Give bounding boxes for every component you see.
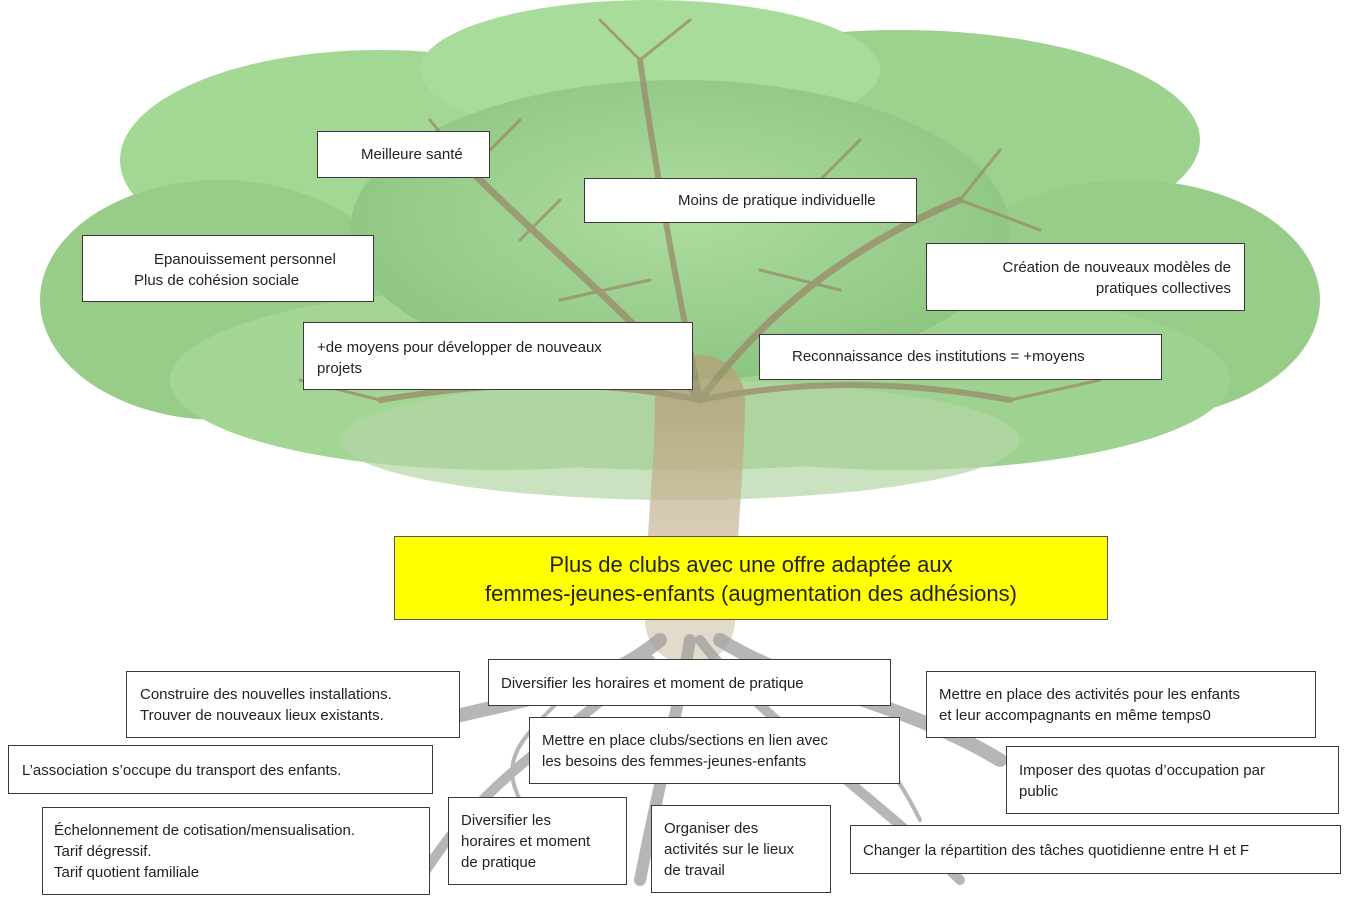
cause-activites-enfants: Mettre en place des activités pour les e… [926, 671, 1316, 738]
effect-text-line2: Plus de cohésion sociale [134, 272, 300, 289]
cause-text: Changer la répartition des tâches quotid… [863, 842, 1250, 859]
cause-text-line1: Mettre en place clubs/sections en lien a… [542, 732, 828, 749]
core-problem-line2: femmes-jeunes-enfants (augmentation des … [485, 581, 1017, 606]
cause-text-line1: Mettre en place des activités pour les e… [939, 686, 1240, 703]
effect-text-line1: Création de nouveaux modèles de [1002, 259, 1232, 276]
effect-text-line1: Epanouissement personnel [154, 251, 336, 268]
cause-text: L’association s’occupe du transport des … [22, 762, 342, 779]
cause-construire: Construire des nouvelles installations. … [126, 671, 460, 738]
cause-text-line2: activités sur le lieux [664, 841, 795, 858]
cause-text-line2: horaires et moment [461, 833, 591, 850]
cause-text-line1: Diversifier les [461, 812, 552, 829]
cause-quotas: Imposer des quotas d’occupation par publ… [1006, 746, 1339, 814]
cause-clubs-sections: Mettre en place clubs/sections en lien a… [529, 717, 900, 784]
cause-text-line1: Imposer des quotas d’occupation par [1019, 762, 1265, 779]
effect-epanouissement: Epanouissement personnel Plus de cohésio… [82, 235, 374, 302]
effect-reconnaissance: Reconnaissance des institutions = +moyen… [759, 334, 1162, 380]
cause-organiser-travail: Organiser des activités sur le lieux de … [651, 805, 831, 893]
cause-text-line2: public [1019, 783, 1059, 800]
cause-text-line2: et leur accompagnants en même temps0 [939, 707, 1211, 724]
cause-text-line2: Trouver de nouveaux lieux existants. [140, 707, 384, 724]
effect-text-line2: projets [317, 360, 363, 377]
cause-repartition-taches: Changer la répartition des tâches quotid… [850, 825, 1341, 874]
cause-text-line1: Construire des nouvelles installations. [140, 686, 392, 703]
cause-text-line1: Organiser des [664, 820, 759, 837]
cause-text-line2: les besoins des femmes-jeunes-enfants [542, 753, 807, 770]
cause-text: Diversifier les horaires et moment de pr… [501, 675, 804, 692]
effect-text: Moins de pratique individuelle [678, 192, 876, 209]
core-problem-box: Plus de clubs avec une offre adaptée aux… [394, 536, 1108, 620]
effect-creation-modeles: Création de nouveaux modèles de pratique… [926, 243, 1245, 311]
cause-text-line3: de pratique [461, 854, 537, 871]
effect-text: Reconnaissance des institutions = +moyen… [792, 348, 1085, 365]
cause-text-line1: Échelonnement de cotisation/mensualisati… [54, 822, 356, 839]
core-problem-line1: Plus de clubs avec une offre adaptée aux [549, 552, 953, 577]
cause-echelonnement: Échelonnement de cotisation/mensualisati… [42, 807, 430, 895]
effect-text: Meilleure santé [361, 146, 463, 163]
effect-moins-pratique: Moins de pratique individuelle [584, 178, 917, 223]
cause-transport: L’association s’occupe du transport des … [8, 745, 433, 794]
cause-text-line3: de travail [664, 862, 725, 879]
cause-text-line2: Tarif dégressif. [54, 843, 152, 860]
effect-text-line2: pratiques collectives [1095, 280, 1231, 297]
cause-text-line3: Tarif quotient familiale [54, 864, 200, 881]
effect-plus-de-moyens: +de moyens pour développer de nouveaux p… [303, 322, 693, 390]
effect-meilleure-sante: Meilleure santé [317, 131, 490, 178]
cause-diversifier-horaires: Diversifier les horaires et moment de pr… [488, 659, 891, 706]
cause-diversifier-small: Diversifier les horaires et moment de pr… [448, 797, 627, 885]
effect-text-line1: +de moyens pour développer de nouveaux [317, 339, 602, 356]
